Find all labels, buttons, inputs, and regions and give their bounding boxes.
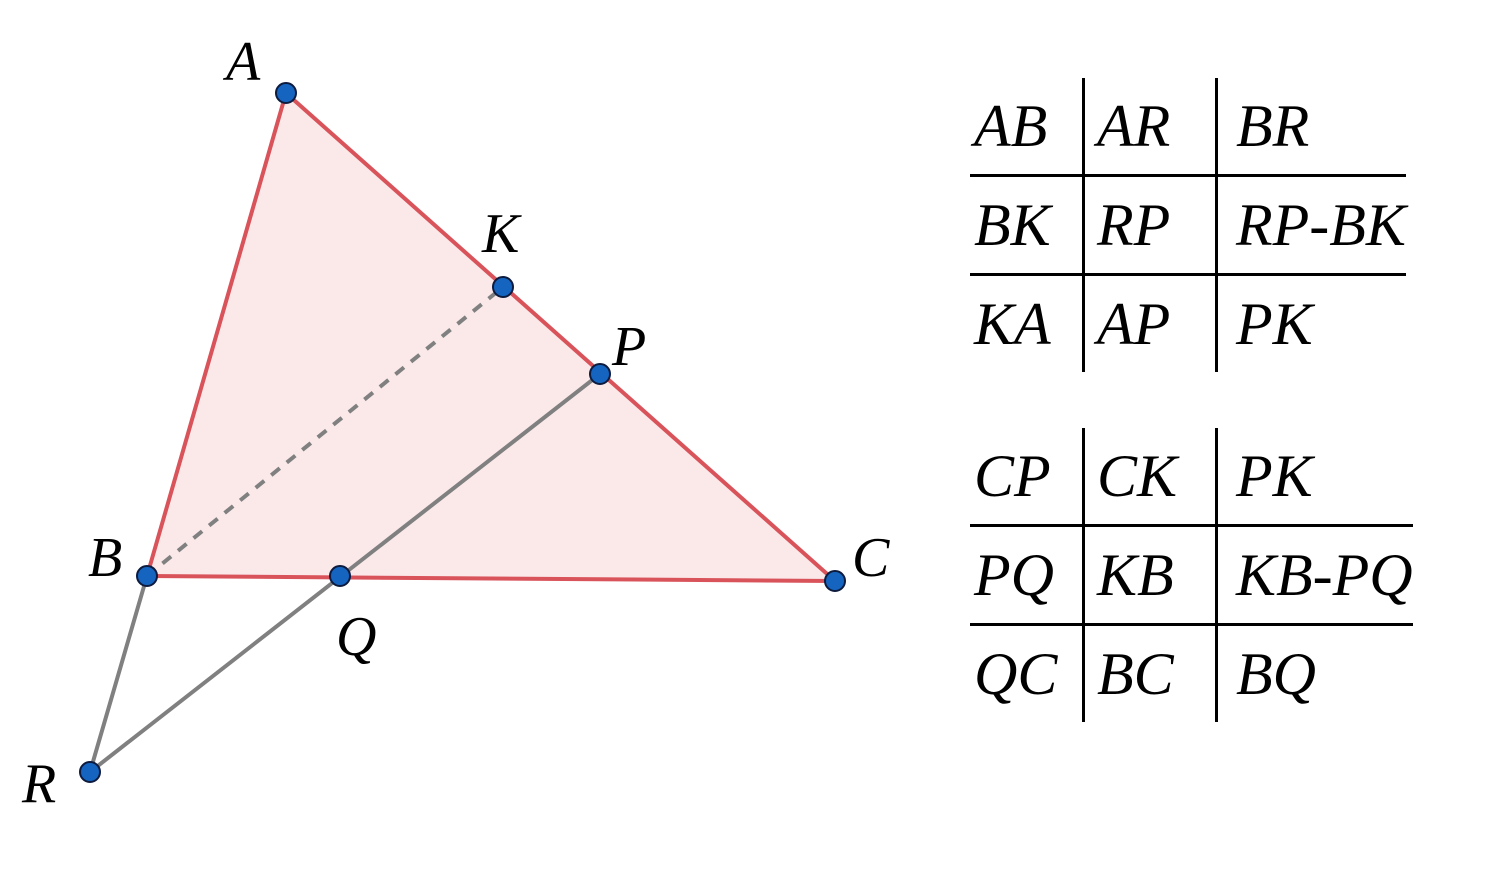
label-a: A [222,31,261,93]
table-cell: BQ [1214,623,1413,722]
table-cell: BC [1082,623,1217,722]
table-cell: AP [1082,273,1217,372]
table-cell: CK [1082,428,1217,526]
label-b: B [88,527,122,589]
table-cell: PK [1214,428,1413,526]
table-cell: RP [1082,174,1217,275]
table-cell: KA [970,273,1084,372]
table-cell: AB [974,93,1048,159]
point-a [275,82,297,104]
table-cell: RP-BK [1214,174,1406,275]
label-r: R [21,753,56,815]
table-row: CP CK PK [970,428,1413,526]
segment-bc [145,574,837,583]
table-row: PQ KB KB-PQ [970,524,1413,625]
table-row: QC BC BQ [970,623,1413,722]
table-cell: KB-PQ [1214,524,1413,625]
table-cell: QC [970,623,1084,722]
table-cell: PK [1214,273,1406,372]
table-cell: PQ [970,524,1084,625]
label-p: P [611,316,646,378]
ratio-table-top: AB AR BR BK RP RP-BK KA AP PK [970,78,1406,372]
triangle-abc-fill [147,93,835,581]
label-c: C [852,527,890,589]
segment-ac [284,91,837,583]
table-cell: KB [1082,524,1217,625]
point-q [329,565,351,587]
segment-ab [145,91,288,578]
point-k [492,276,514,298]
point-p [589,363,611,385]
label-q: Q [336,606,376,668]
point-c [824,570,846,592]
ratio-table-bottom: CP CK PK PQ KB KB-PQ QC BC BQ [970,428,1413,722]
segment-br [88,574,149,774]
segment-bk-dashed [145,285,505,578]
table-cell: BK [970,174,1084,275]
table-cell: AR [1082,78,1217,176]
point-r [79,761,101,783]
table-row: KA AP PK [970,273,1406,372]
table-row: AB AR BR [970,78,1406,176]
label-k: K [481,203,522,265]
point-b [136,565,158,587]
table-cell: BR [1214,78,1406,176]
table-row: BK RP RP-BK [970,174,1406,275]
table-cell: CP [974,443,1051,509]
